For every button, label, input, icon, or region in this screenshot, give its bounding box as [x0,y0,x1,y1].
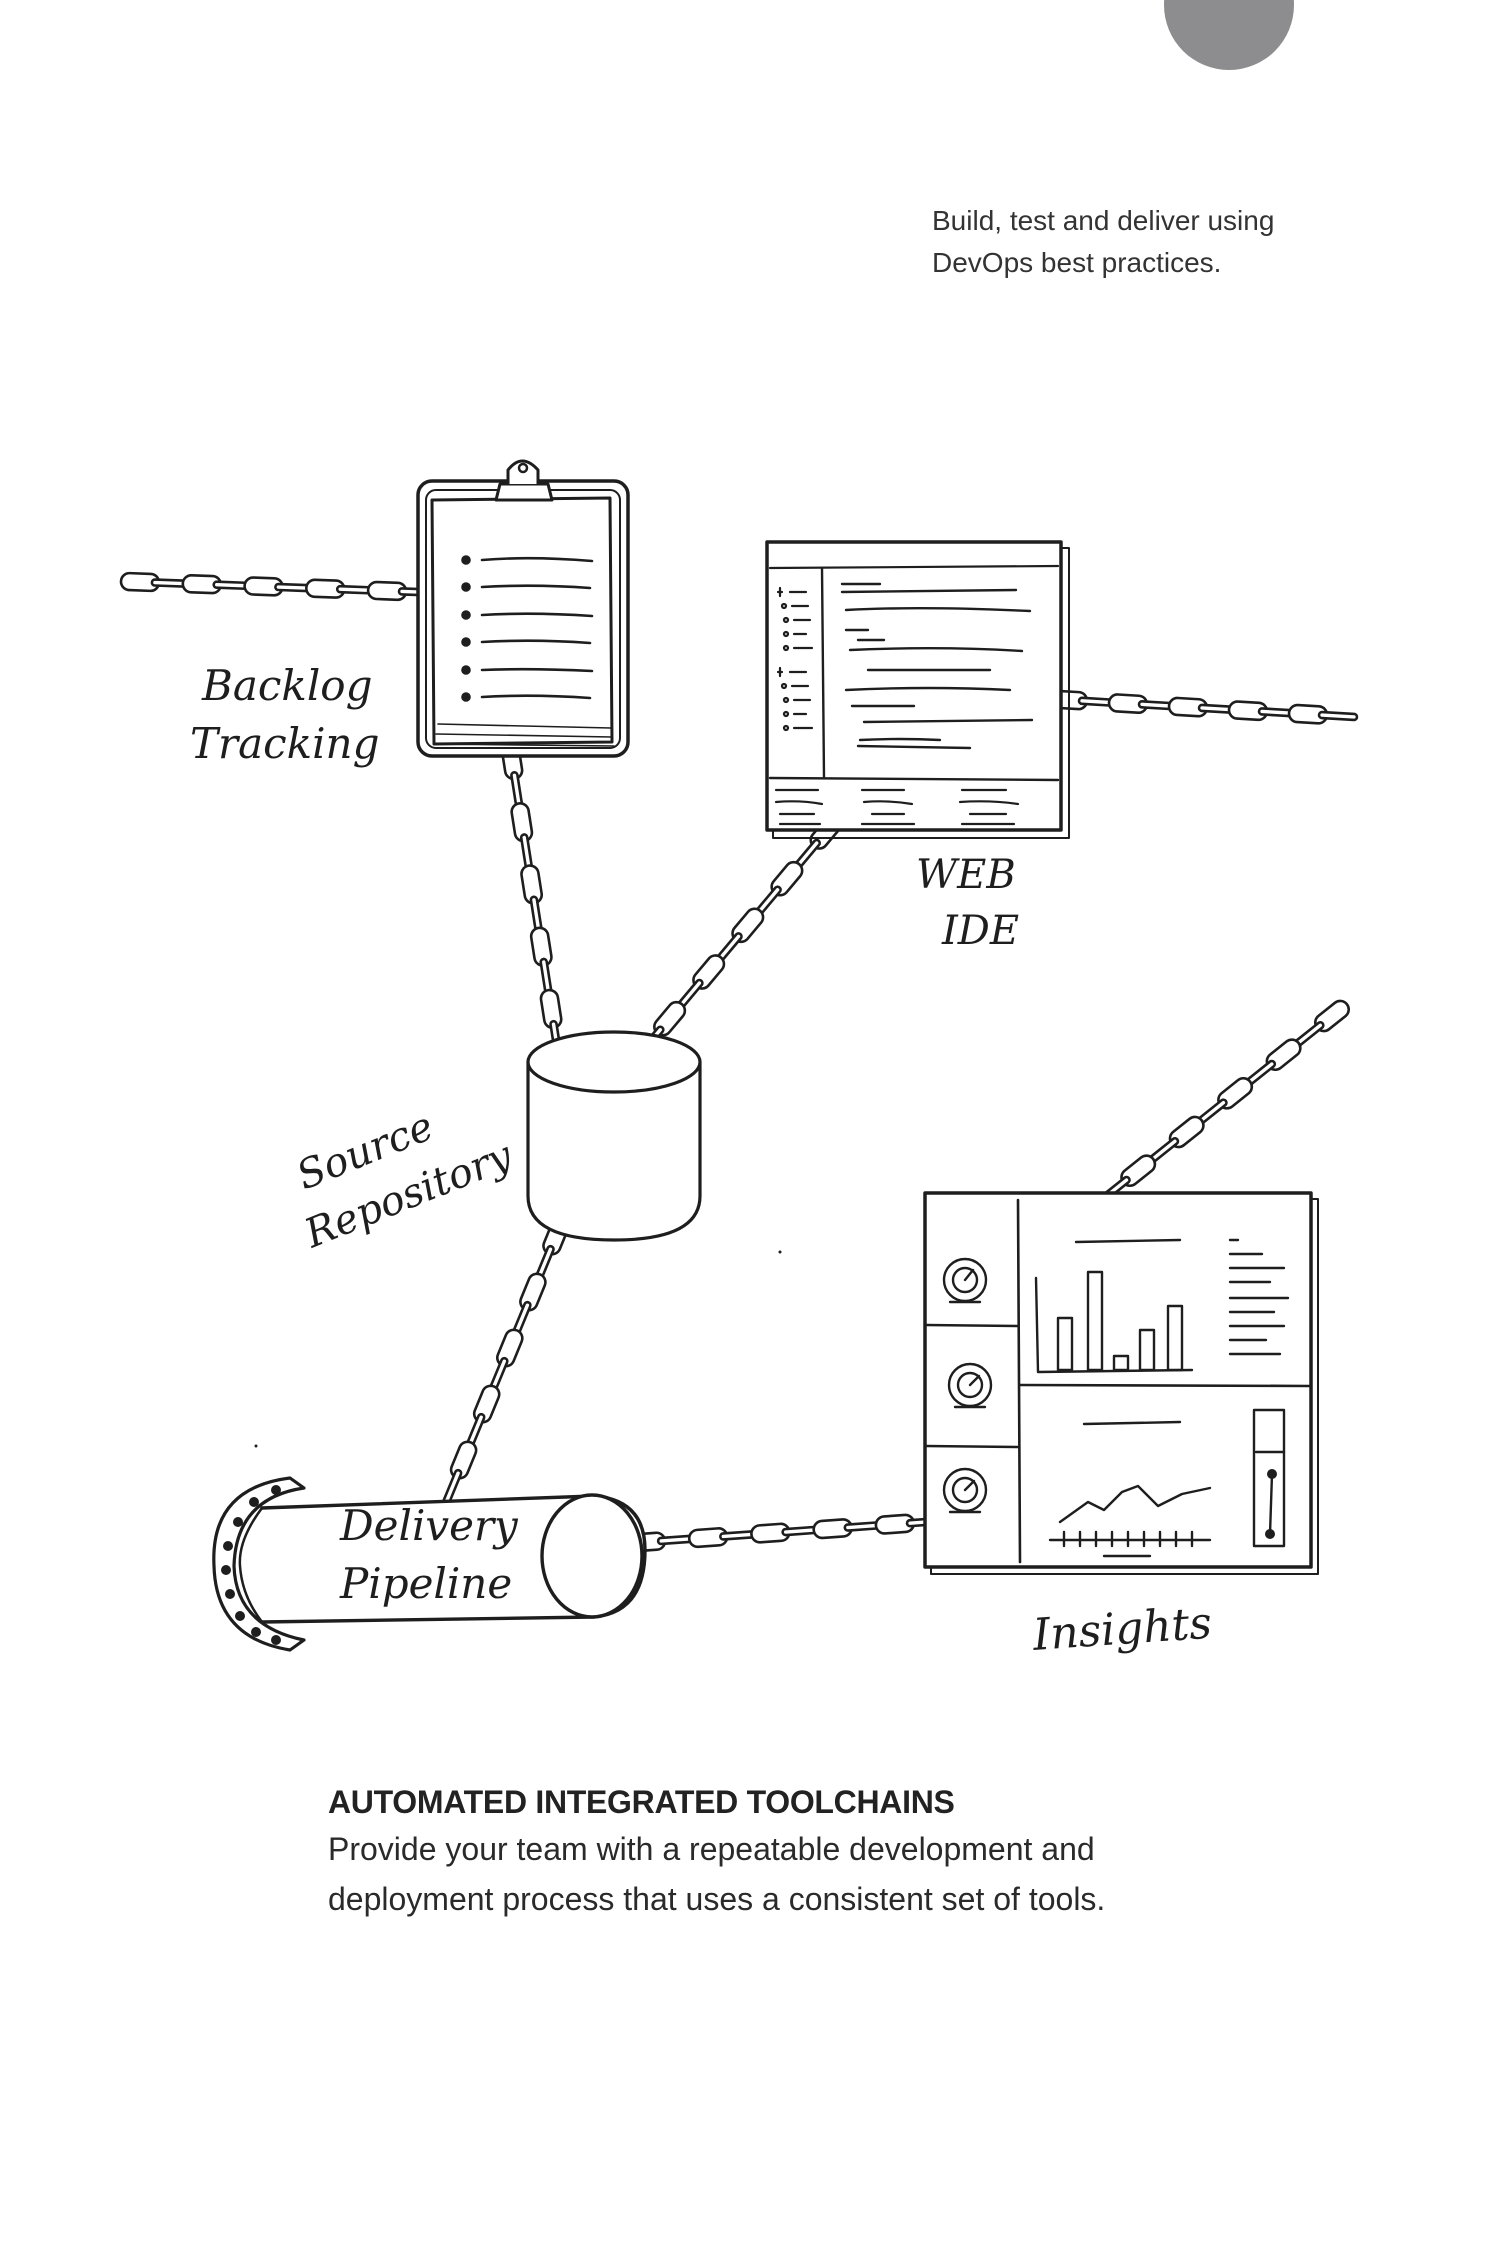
pipe-icon [212,1476,647,1652]
footer: AUTOMATED INTEGRATED TOOLCHAINS Provide … [328,1780,1328,1924]
database-cylinder-icon [526,1030,702,1242]
label-webide-line-1: WEB [916,852,1016,898]
label-insights: Insights [1030,1598,1213,1661]
clipboard-icon [416,459,630,758]
footer-body: Provide your team with a repeatable deve… [328,1824,1328,1924]
label-backlog-line-1: Backlog [201,661,372,710]
dashboard-icon [923,1191,1319,1575]
footer-body-line-2: deployment process that uses a consisten… [328,1881,1106,1917]
code-editor-icon [765,540,1070,839]
toolchain-diagram: Backlog Tracking WEB IDE Source Reposito… [119,459,1359,1661]
label-backlog-line-2: Tracking [190,719,379,768]
chain-link [1317,710,1359,722]
tagline: Build, test and deliver using DevOps bes… [932,200,1352,284]
label-delivery-line-2: Pipeline [339,1559,512,1608]
footer-title: AUTOMATED INTEGRATED TOOLCHAINS [328,1784,955,1820]
footer-body-line-1: Provide your team with a repeatable deve… [328,1831,1095,1867]
label-webide-line-2: IDE [941,908,1019,954]
tagline-line-2: DevOps best practices. [932,247,1222,278]
tagline-line-1: Build, test and deliver using [932,205,1275,236]
label-delivery-line-1: Delivery [339,1501,519,1550]
